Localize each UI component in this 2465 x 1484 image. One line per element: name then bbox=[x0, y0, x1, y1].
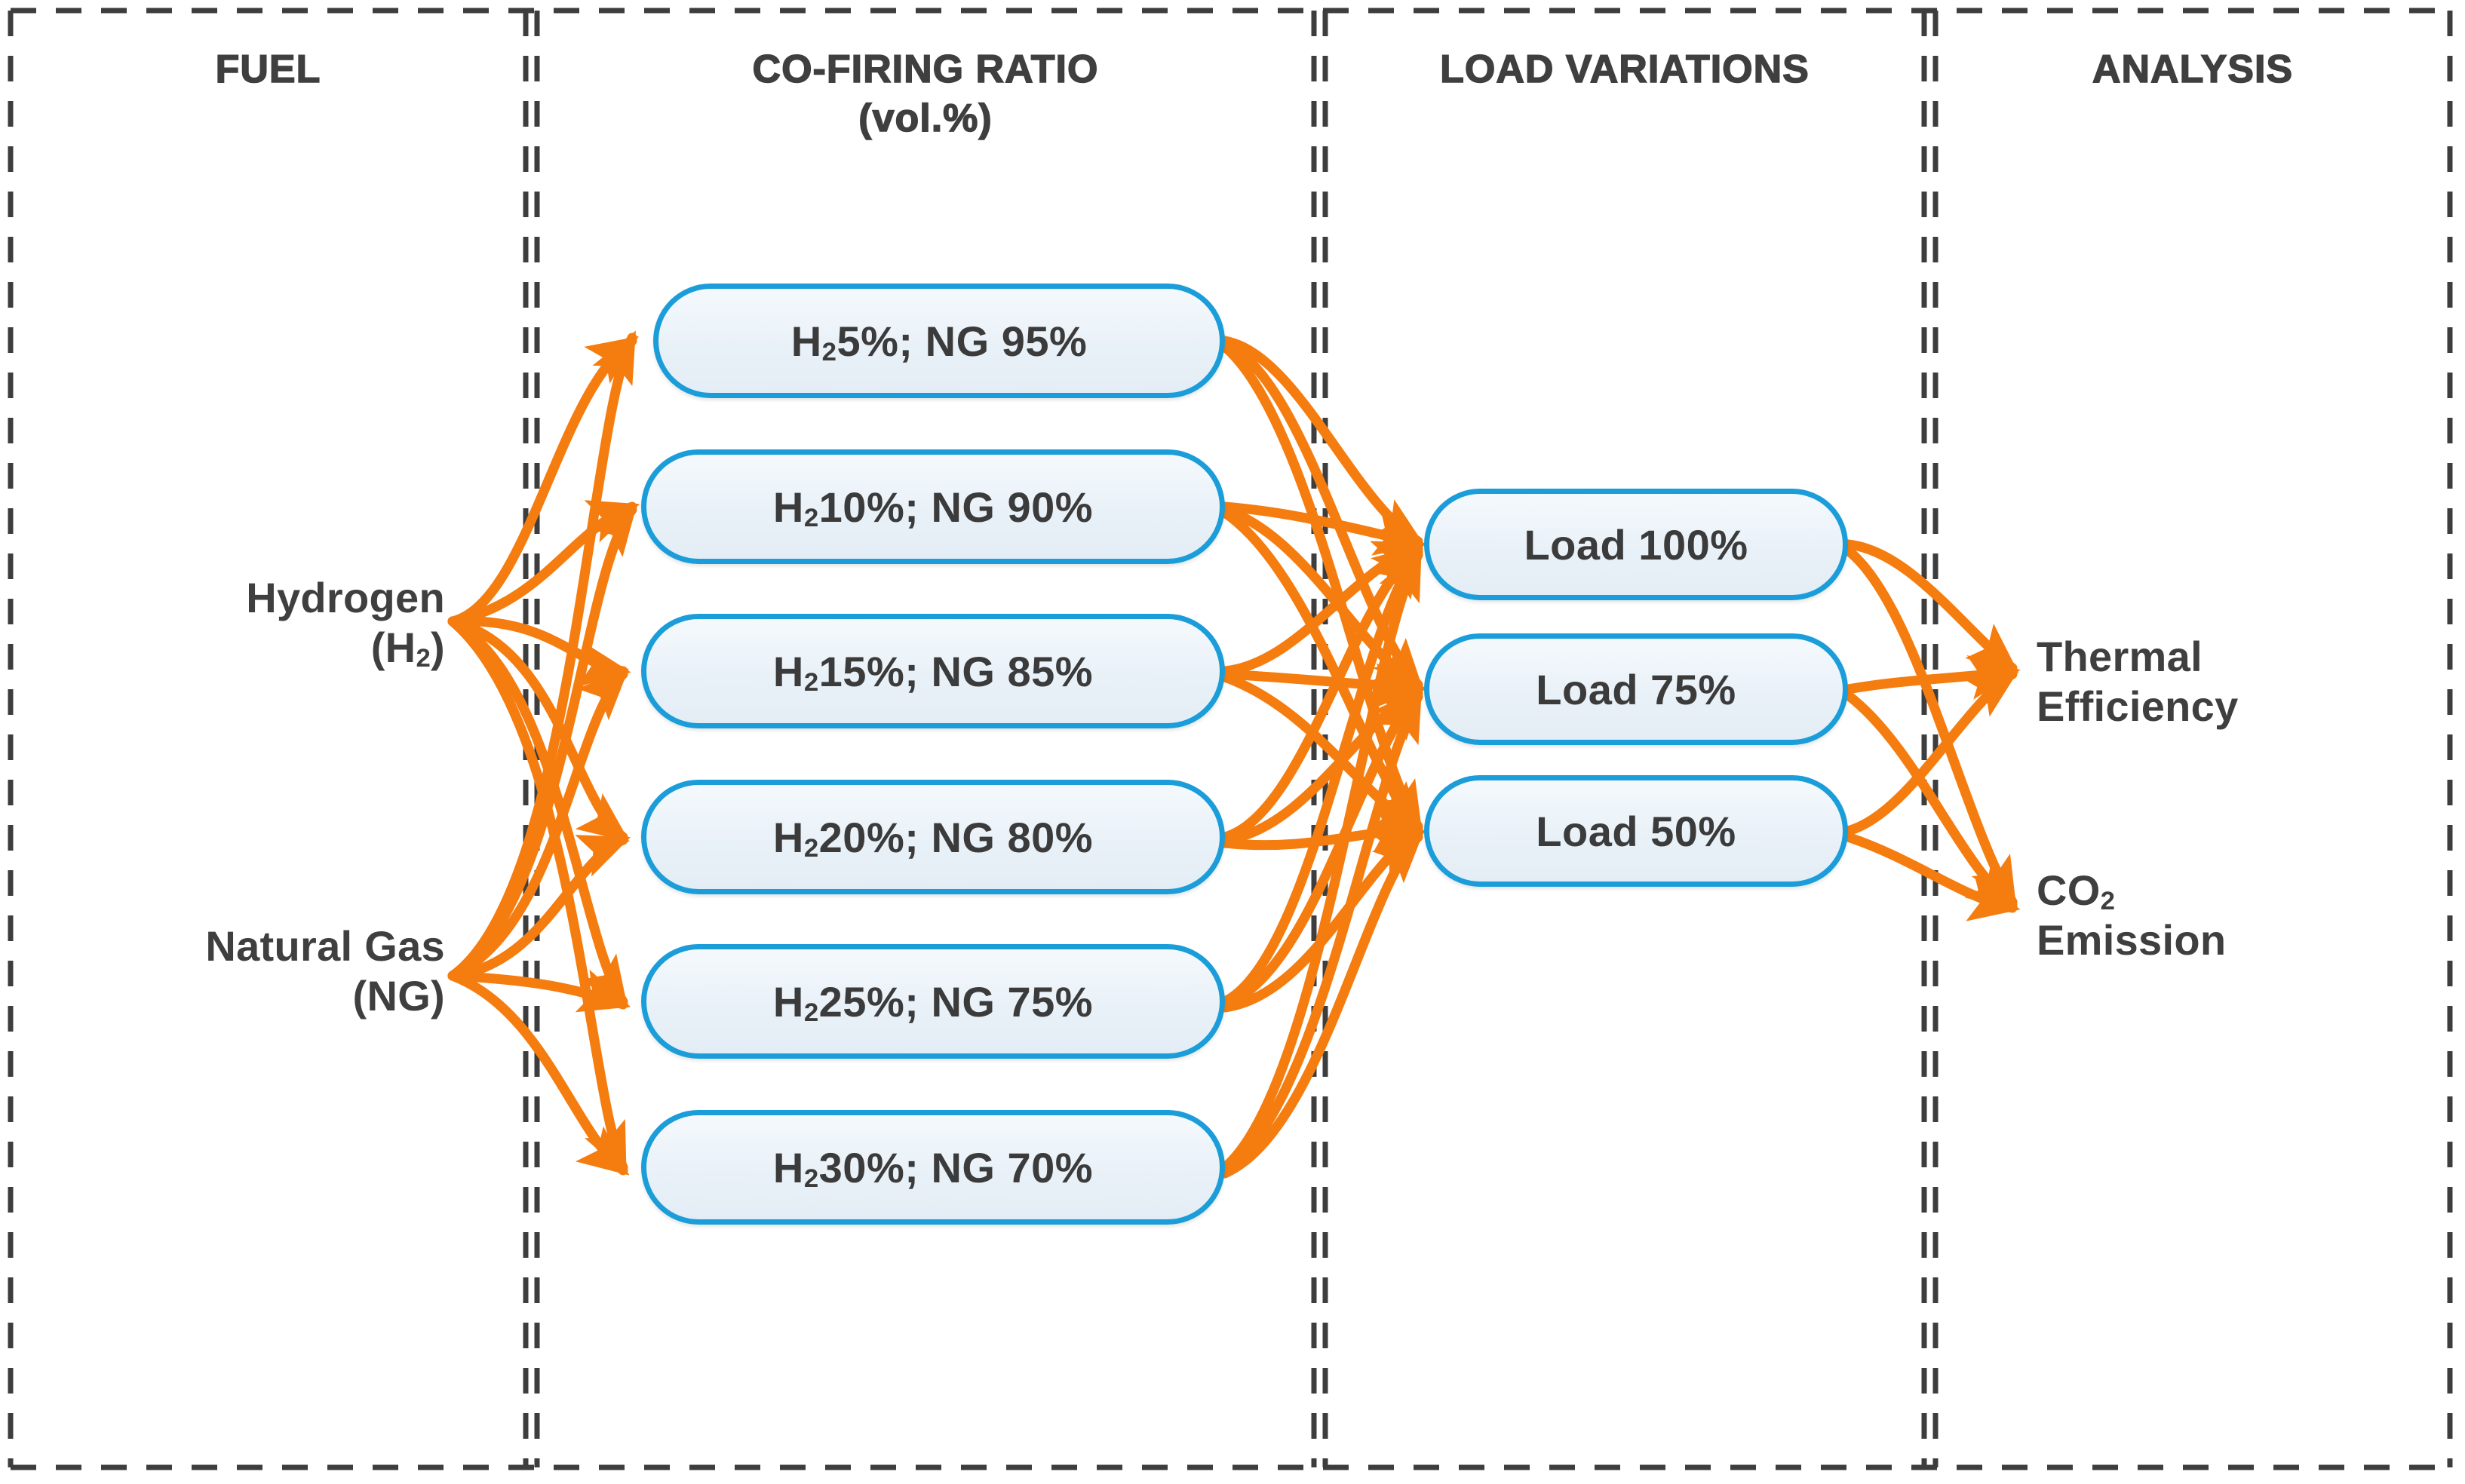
node-mix-20-label: H2 20%; NG 80% bbox=[772, 813, 1094, 863]
column-header-analysis: ANALYSIS bbox=[2092, 47, 2294, 92]
column-header-fuel: FUEL bbox=[215, 47, 321, 92]
node-mix-25-label: H2 25%; NG 75% bbox=[772, 977, 1094, 1027]
analysis-thermal-efficiency-line2: Efficiency bbox=[2037, 682, 2239, 731]
node-mix-5[interactable]: H2 5%; NG 95% bbox=[653, 284, 1225, 398]
node-mix-15-label: H2 15%; NG 85% bbox=[772, 647, 1094, 697]
analysis-co2-emission-line1: CO2 bbox=[2037, 866, 2116, 916]
analysis-label-thermal-efficiency: Thermal Efficiency bbox=[2037, 632, 2429, 731]
fuel-label-natural-gas-line2: (NG) bbox=[352, 972, 445, 1020]
node-load-50-label: Load 50% bbox=[1536, 807, 1736, 855]
node-load-75-label: Load 75% bbox=[1536, 665, 1736, 713]
node-load-100-label: Load 100% bbox=[1524, 520, 1748, 569]
node-mix-15[interactable]: H2 15%; NG 85% bbox=[641, 614, 1225, 728]
fuel-label-hydrogen: Hydrogen (H2) bbox=[91, 573, 445, 673]
node-mix-5-label: H2 5%; NG 95% bbox=[790, 317, 1088, 366]
fuel-label-natural-gas: Natural Gas (NG) bbox=[45, 921, 445, 1021]
node-load-50[interactable]: Load 50% bbox=[1424, 775, 1848, 887]
analysis-co2-emission-line2: Emission bbox=[2037, 916, 2227, 964]
fuel-label-hydrogen-line1: Hydrogen bbox=[246, 574, 445, 621]
analysis-label-co2-emission: CO2 Emission bbox=[2037, 866, 2429, 965]
column-header-load-variations: LOAD VARIATIONS bbox=[1439, 47, 1810, 92]
analysis-thermal-efficiency-line1: Thermal bbox=[2037, 633, 2203, 680]
node-load-75[interactable]: Load 75% bbox=[1424, 633, 1848, 745]
node-mix-10[interactable]: H2 10%; NG 90% bbox=[641, 449, 1225, 564]
node-load-100[interactable]: Load 100% bbox=[1424, 489, 1848, 600]
node-mix-10-label: H2 10%; NG 90% bbox=[772, 483, 1094, 532]
node-mix-25[interactable]: H2 25%; NG 75% bbox=[641, 944, 1225, 1059]
node-mix-30-label: H2 30%; NG 70% bbox=[772, 1143, 1094, 1193]
node-mix-20[interactable]: H2 20%; NG 80% bbox=[641, 780, 1225, 894]
fuel-label-hydrogen-line2: (H2) bbox=[370, 624, 445, 673]
node-mix-30[interactable]: H2 30%; NG 70% bbox=[641, 1110, 1225, 1225]
fuel-label-natural-gas-line1: Natural Gas bbox=[205, 922, 445, 970]
column-header-co-firing-ratio: CO-FIRING RATIO (vol.%) bbox=[752, 47, 1099, 141]
